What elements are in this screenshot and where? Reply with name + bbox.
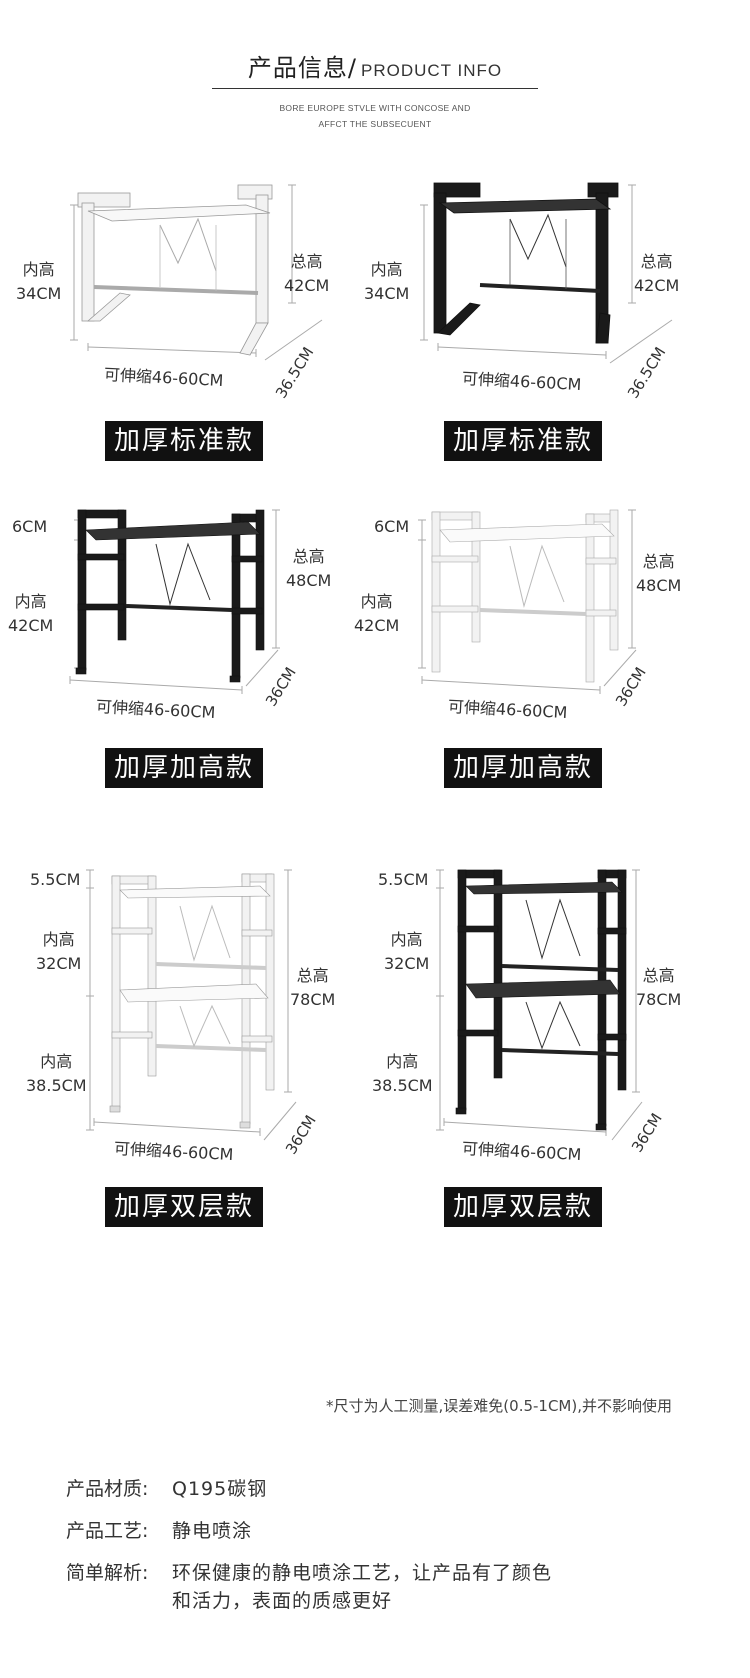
measurement-note: *尺寸为人工测量,误差难免(0.5-1CM),并不影响使用 xyxy=(326,1397,672,1415)
badge-6: 加厚双层款 xyxy=(444,1187,602,1227)
title-underline xyxy=(212,88,538,89)
inner-height-5a: 内高 32CM xyxy=(36,930,82,973)
title-cn: 产品信息/ xyxy=(247,54,357,82)
total-height-4: 总高 48CM xyxy=(636,552,682,595)
badge-2: 加厚标准款 xyxy=(444,421,602,461)
width-5: 可伸缩46-60CM xyxy=(113,1138,234,1165)
total-height-3: 总高 48CM xyxy=(286,547,332,590)
rack-body xyxy=(77,184,273,356)
spec-description-cont: 和活力，表面的质感更好 xyxy=(172,1590,393,1612)
rack-illustration-5 xyxy=(86,869,297,1141)
rack-illustration-6 xyxy=(436,869,643,1141)
badge-4: 加厚加高款 xyxy=(444,748,602,788)
total-height-1: 总高 42CM xyxy=(284,252,330,295)
rack-illustration-1 xyxy=(70,184,323,361)
subtitle-line-1: BORE EUROPE STVLE WITH CONCOSE AND xyxy=(279,103,471,113)
inner-height-3: 内高 42CM xyxy=(8,592,54,635)
total-height-6: 总高 78CM xyxy=(636,966,682,1009)
rack-body xyxy=(433,182,619,344)
top-gap-6: 5.5CM xyxy=(378,870,429,889)
rack-body xyxy=(109,873,275,1129)
total-height-5: 总高 78CM xyxy=(290,966,336,1009)
header-subtitle: BORE EUROPE STVLE WITH CONCOSE AND AFFCT… xyxy=(0,100,750,132)
top-gap-4: 6CM xyxy=(374,517,410,536)
rack-illustration-4 xyxy=(418,509,637,694)
rack-body xyxy=(75,509,265,683)
subtitle-line-2: AFFCT THE SUBSECUENT xyxy=(318,119,432,129)
inner-height-2: 内高 34CM xyxy=(364,260,410,303)
spec-material: 产品材质:Q195碳钢 xyxy=(66,1478,268,1500)
title-en: PRODUCT INFO xyxy=(361,61,503,80)
page-title: 产品信息/PRODUCT INFO xyxy=(0,48,750,83)
badge-1: 加厚标准款 xyxy=(105,421,263,461)
inner-height-1: 内高 34CM xyxy=(16,260,62,303)
inner-height-5b: 内高 38.5CM xyxy=(26,1052,87,1095)
spec-process: 产品工艺:静电喷涂 xyxy=(66,1520,253,1542)
inner-height-6b: 内高 38.5CM xyxy=(372,1052,433,1095)
badge-5: 加厚双层款 xyxy=(105,1187,263,1227)
spec-description: 简单解析:环保健康的静电喷涂工艺，让产品有了颜色 xyxy=(66,1562,553,1584)
rack-body xyxy=(431,509,619,683)
top-gap-5: 5.5CM xyxy=(30,870,81,889)
rack-illustration-2 xyxy=(420,182,673,364)
badge-3: 加厚加高款 xyxy=(105,748,263,788)
width-6: 可伸缩46-60CM xyxy=(461,1138,582,1165)
inner-height-4: 内高 42CM xyxy=(354,592,400,635)
top-gap-3: 6CM xyxy=(12,517,48,536)
rack-body xyxy=(455,869,627,1131)
rack-illustration-3 xyxy=(69,509,280,694)
inner-height-6a: 内高 32CM xyxy=(384,930,430,973)
total-height-2: 总高 42CM xyxy=(634,252,680,295)
